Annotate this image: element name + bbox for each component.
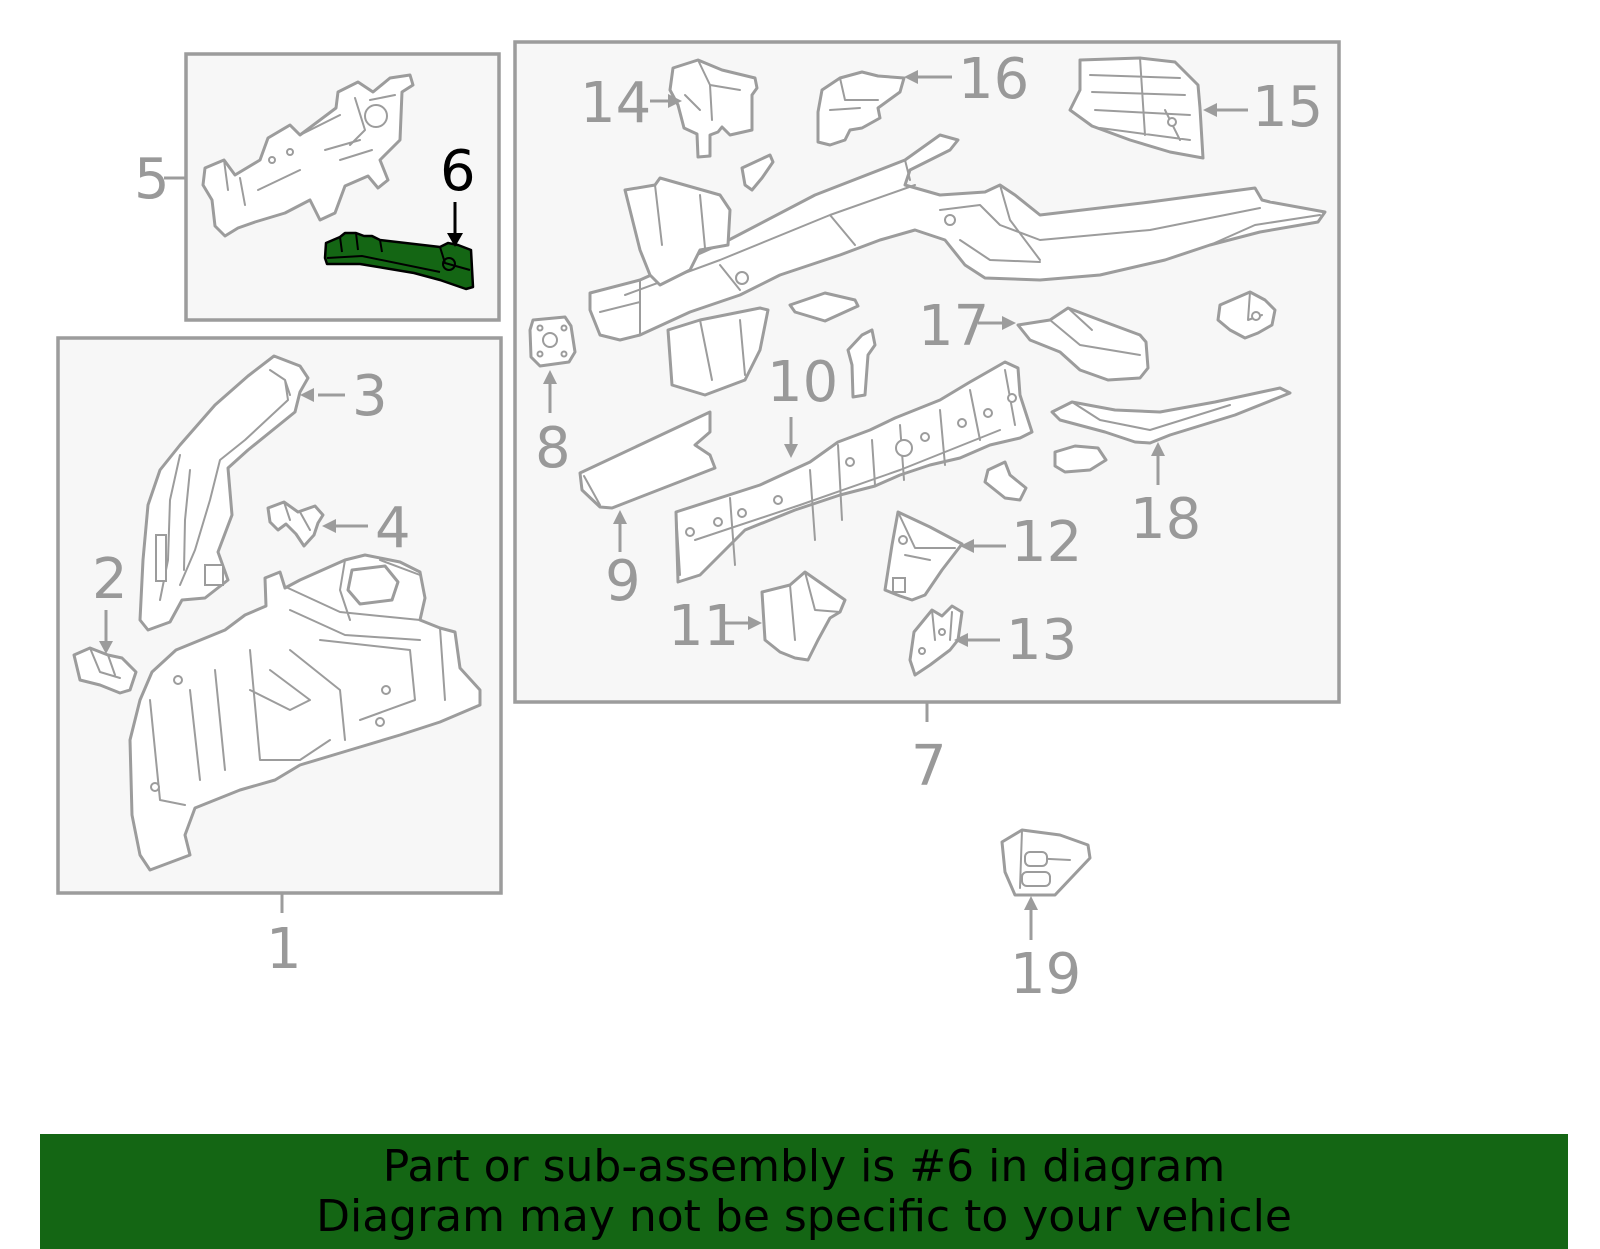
banner-line-part-number: Part or sub-assembly is #6 in diagram <box>382 1140 1226 1192</box>
callout-7[interactable]: 7 <box>911 734 947 799</box>
part-9-panel[interactable] <box>578 410 717 510</box>
arrow-15 <box>1203 103 1217 117</box>
arrow-13 <box>954 633 968 647</box>
part-2-small-bracket[interactable] <box>72 646 138 695</box>
callout-6[interactable]: 6 <box>440 139 476 204</box>
arrow-2 <box>99 641 113 654</box>
arrow-18 <box>1151 442 1165 456</box>
callout-5[interactable]: 5 <box>134 147 170 212</box>
arrow-9 <box>613 510 627 524</box>
arrow-3 <box>300 388 314 402</box>
arrow-12 <box>960 539 974 553</box>
callout-9[interactable]: 9 <box>605 549 641 614</box>
part-12-gusset[interactable] <box>883 510 964 602</box>
callout-11[interactable]: 11 <box>668 594 739 659</box>
part-10-frame-rail[interactable] <box>674 360 1034 584</box>
callout-14[interactable]: 14 <box>580 71 651 136</box>
callout-4[interactable]: 4 <box>375 496 411 561</box>
callout-10[interactable]: 10 <box>767 350 838 415</box>
part-8-bracket[interactable] <box>528 315 577 368</box>
callout-19[interactable]: 19 <box>1010 942 1081 1007</box>
arrow-19 <box>1024 896 1038 910</box>
part-14-bracket[interactable] <box>668 58 759 159</box>
callout-16[interactable]: 16 <box>958 47 1029 112</box>
part-7-rail-assembly[interactable] <box>588 133 1327 502</box>
callout-17[interactable]: 17 <box>918 294 989 359</box>
callout-13[interactable]: 13 <box>1006 608 1077 673</box>
part-1-wheelhouse-assembly[interactable] <box>128 553 482 872</box>
callout-15[interactable]: 15 <box>1252 75 1323 140</box>
part-18-rail[interactable] <box>1050 386 1292 445</box>
arrow-8 <box>543 370 557 384</box>
arrow-11 <box>748 616 762 630</box>
part-17-bracket[interactable] <box>1016 306 1150 382</box>
arrow-14 <box>668 94 682 108</box>
callout-12[interactable]: 12 <box>1011 510 1082 575</box>
callout-1[interactable]: 1 <box>266 917 302 982</box>
arrow-17 <box>1002 316 1016 330</box>
callout-3[interactable]: 3 <box>352 364 388 429</box>
part-16-bracket[interactable] <box>816 70 906 147</box>
callout-8[interactable]: 8 <box>535 416 571 481</box>
part-3-pillar-reinforcement[interactable] <box>138 354 310 632</box>
part-5-rail-assembly[interactable] <box>201 73 415 238</box>
parts-diagram: 5 6 3 4 2 1 <box>56 40 1341 1007</box>
arrow-10 <box>784 444 798 458</box>
part-4-small-bracket[interactable] <box>266 500 325 548</box>
banner-line-disclaimer: Diagram may not be specific to your vehi… <box>316 1190 1292 1242</box>
part-11-bracket[interactable] <box>760 570 847 662</box>
arrow-16 <box>904 70 918 84</box>
callout-2[interactable]: 2 <box>92 547 128 612</box>
arrow-6 <box>447 233 463 247</box>
part-6-highlighted-bracket[interactable] <box>323 231 475 291</box>
part-15-panel[interactable] <box>1068 56 1205 160</box>
part-19-bracket[interactable] <box>1000 828 1092 897</box>
callout-18[interactable]: 18 <box>1130 487 1201 552</box>
arrow-4 <box>322 519 336 533</box>
info-banner: Part or sub-assembly is #6 in diagram Di… <box>40 1134 1568 1249</box>
